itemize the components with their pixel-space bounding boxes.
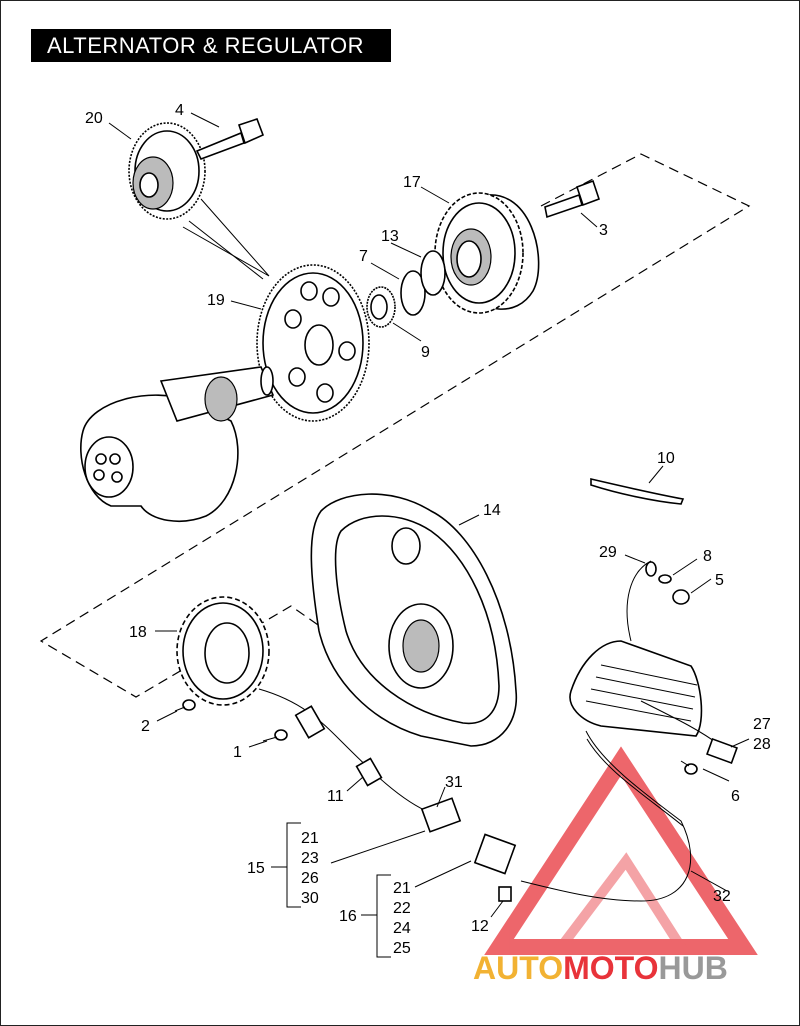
part-9-needle-bearing: [366, 286, 396, 328]
group-16-item: 24: [393, 920, 411, 937]
label-10: 10: [657, 450, 675, 467]
label-5: 5: [715, 572, 724, 589]
assembly-dashed-outline: [39, 153, 751, 698]
label-27: 27: [753, 716, 771, 733]
part-5-nut: [672, 589, 690, 605]
group-16-label: 16: [339, 908, 357, 925]
group-16-item: 25: [393, 940, 411, 957]
label-7: 7: [359, 248, 368, 265]
part-13-ring: [420, 250, 446, 296]
label-8: 8: [703, 548, 712, 565]
part-17-rotor: [434, 192, 540, 314]
label-4: 4: [175, 102, 184, 119]
watermark-part-hub: HUB: [658, 950, 727, 986]
part-10-cable-strap: [590, 477, 685, 505]
part-2-screw: [174, 699, 196, 712]
part-20-gear-assembly: [128, 122, 270, 280]
label-29: 29: [599, 544, 617, 561]
label-1: 1: [233, 744, 242, 761]
part-4-bolt: [195, 117, 265, 161]
part-1-screw: [262, 729, 288, 742]
group-15-item: 26: [301, 870, 319, 887]
label-2: 2: [141, 718, 150, 735]
label-3: 3: [599, 222, 608, 239]
label-9: 9: [421, 344, 430, 361]
group-15-label: 15: [247, 860, 265, 877]
label-17: 17: [403, 174, 421, 191]
part-19-large-gear: [256, 264, 370, 422]
label-12: 12: [471, 918, 489, 935]
watermark-part-auto: AUTO: [473, 950, 563, 986]
stator-wiring-harness: [258, 688, 462, 833]
group-16-item: 21: [393, 880, 411, 897]
group-16-bracket: [361, 874, 391, 958]
part-14-cover: [310, 493, 518, 747]
part-3-bolt: [544, 179, 601, 219]
group-16-item: 22: [393, 900, 411, 917]
label-18: 18: [129, 624, 147, 641]
part-8-washer: [658, 574, 672, 584]
part-6-screw: [680, 760, 698, 775]
label-28: 28: [753, 736, 771, 753]
watermark-part-moto: MOTO: [563, 950, 658, 986]
leader-lines: [108, 112, 750, 918]
label-32: 32: [713, 888, 731, 905]
group-15-bracket: [271, 822, 301, 908]
label-6: 6: [731, 788, 740, 805]
page-title: ALTERNATOR & REGULATOR: [31, 29, 391, 62]
label-13: 13: [381, 228, 399, 245]
group-15-item: 21: [301, 830, 319, 847]
label-14: 14: [483, 502, 501, 519]
group-15-item: 23: [301, 850, 319, 867]
regulator: [473, 560, 738, 902]
label-31: 31: [445, 774, 463, 791]
group-15-item: 30: [301, 890, 319, 907]
part-18-stator: [176, 596, 270, 706]
watermark-logo: [484, 746, 758, 955]
label-20: 20: [85, 110, 103, 127]
crankshaft: [80, 366, 275, 522]
part-29-terminal: [645, 561, 657, 577]
watermark-text: AUTOMOTOHUB: [473, 950, 728, 986]
label-19: 19: [207, 292, 225, 309]
part-7-ring: [400, 270, 426, 316]
label-11: 11: [327, 788, 344, 805]
